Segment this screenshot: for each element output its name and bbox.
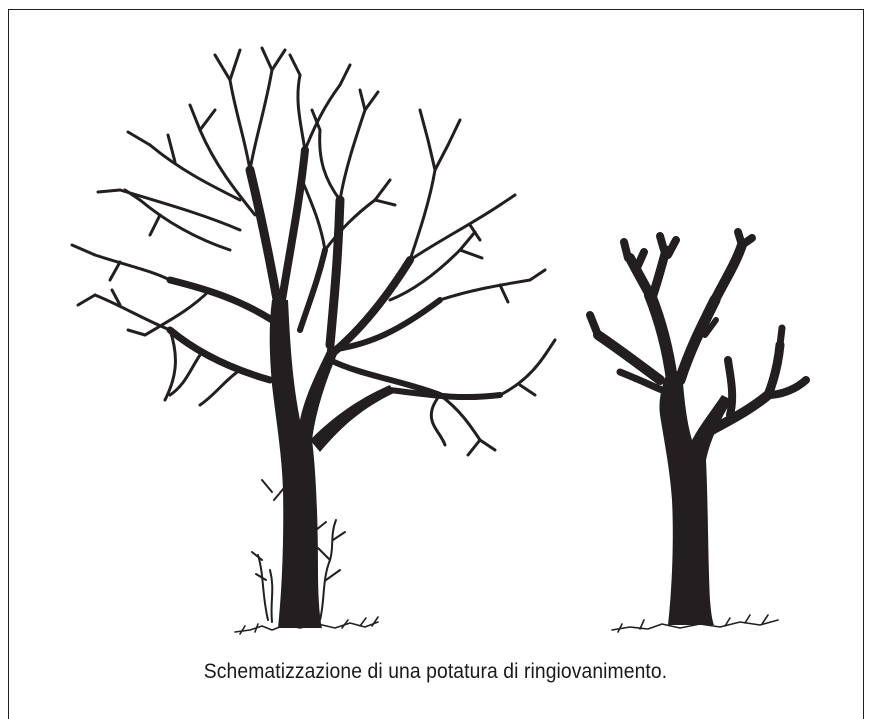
right-trunk — [659, 370, 732, 625]
figure-caption: Schematizzazione di una potatura di ring… — [203, 660, 668, 683]
unpruned-tree — [70, 46, 557, 635]
figure-frame — [8, 9, 864, 719]
pruned-tree — [586, 228, 810, 633]
left-trunk — [269, 300, 338, 628]
